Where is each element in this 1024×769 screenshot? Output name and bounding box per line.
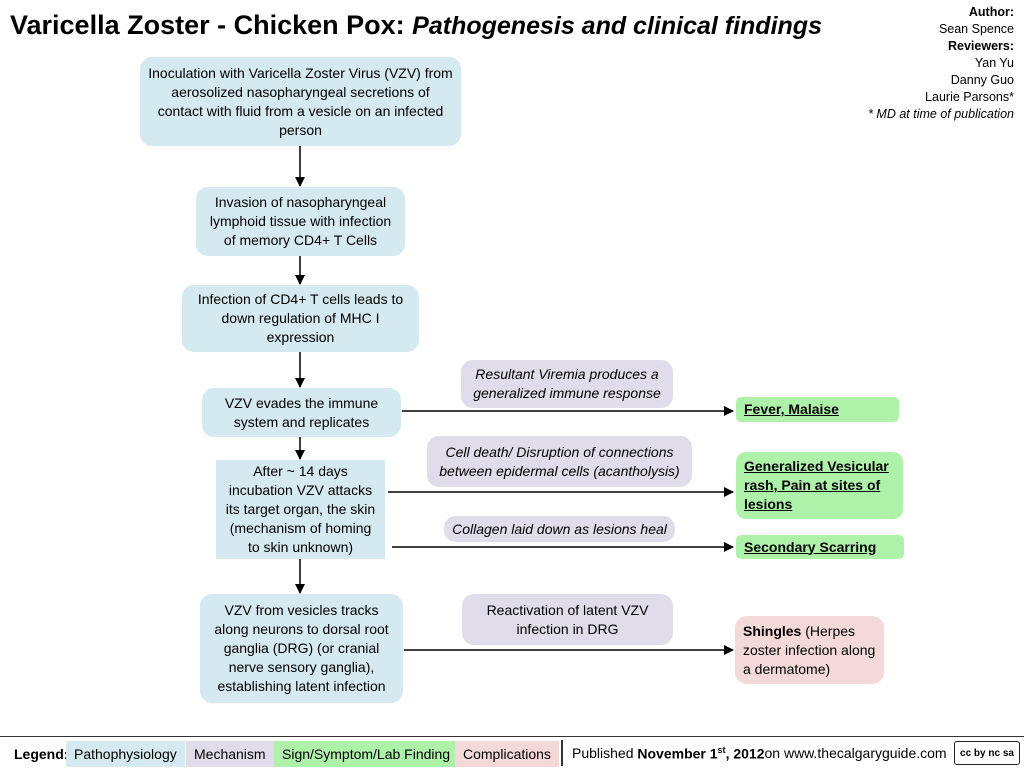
credits-note: * MD at time of publication	[868, 107, 1014, 121]
shingles-box: Shingles (Herpes zoster infection along …	[735, 616, 884, 684]
invasion-text: Invasion of nasopharyngeal lymphoid tiss…	[209, 194, 392, 248]
published-date: November 1st, 2012	[637, 744, 765, 762]
scarring-text: Secondary Scarring	[744, 538, 877, 555]
incubation-box: After ~ 14 days incubation VZV attacks i…	[216, 460, 385, 559]
reactivation-text: Reactivation of latent VZV infection in …	[486, 601, 649, 637]
legend-patho: Pathophysiology	[66, 741, 185, 767]
fever-text: Fever, Malaise	[744, 401, 839, 417]
reviewer-name: Laurie Parsons*	[925, 90, 1014, 104]
viremia-text: Resultant Viremia produces a generalized…	[473, 366, 661, 401]
inoculation-box: Inoculation with Varicella Zoster Virus …	[140, 57, 461, 146]
published-site: on www.thecalgaryguide.com	[764, 745, 947, 761]
mhc-text: Infection of CD4+ T cells leads to down …	[197, 291, 404, 345]
latent-text: VZV from vesicles tracks along neurons t…	[214, 602, 389, 694]
reviewer-name: Danny Guo	[950, 73, 1014, 87]
collagen-text: Collagen laid down as lesions heal	[452, 520, 667, 537]
cc-license-icon[interactable]: cc by nc sa	[954, 741, 1020, 765]
published-line: Published November 1st, 2012 on www.thec…	[572, 740, 947, 766]
author-name: Sean Spence	[938, 22, 1014, 36]
legend-label: Legend:	[14, 746, 69, 762]
acantholysis-box: Cell death/ Disruption of connections be…	[427, 436, 692, 487]
credits-block: Author: Sean Spence Reviewers: Yan Yu Da…	[868, 4, 1014, 123]
evades-text: VZV evades the immune system and replica…	[224, 394, 379, 430]
collagen-box: Collagen laid down as lesions heal	[444, 516, 675, 542]
incubation-text: After ~ 14 days incubation VZV attacks i…	[225, 463, 376, 555]
legend-mech: Mechanism	[186, 741, 274, 767]
published-label: Published	[572, 745, 634, 761]
fever-box: Fever, Malaise	[736, 397, 899, 422]
mhc-box: Infection of CD4+ T cells leads to down …	[182, 285, 419, 352]
legend-sign: Sign/Symptom/Lab Finding	[274, 741, 459, 767]
acantholysis-text: Cell death/ Disruption of connections be…	[439, 443, 680, 479]
viremia-box: Resultant Viremia produces a generalized…	[461, 360, 673, 408]
legend-divider	[561, 740, 563, 766]
shingles-rest: (Herpes zoster infection along a dermato…	[743, 622, 876, 677]
latent-box: VZV from vesicles tracks along neurons t…	[200, 594, 403, 703]
rash-text: Generalized Vesicular rash, Pain at site…	[744, 458, 889, 512]
rash-box: Generalized Vesicular rash, Pain at site…	[736, 452, 903, 519]
inoculation-text: Inoculation with Varicella Zoster Virus …	[148, 64, 453, 138]
author-label: Author:	[968, 5, 1014, 19]
reviewer-name: Yan Yu	[974, 56, 1014, 70]
legend-bar: Legend: Pathophysiology Mechanism Sign/S…	[0, 736, 1024, 769]
shingles-text: Shingles (Herpes zoster infection along …	[743, 622, 876, 679]
shingles-bold: Shingles	[743, 622, 802, 639]
invasion-box: Invasion of nasopharyngeal lymphoid tiss…	[196, 187, 405, 256]
legend-comp: Complications	[455, 741, 559, 767]
evades-box: VZV evades the immune system and replica…	[202, 388, 401, 437]
reviewers-label: Reviewers:	[947, 39, 1014, 53]
page-title: Varicella Zoster - Chicken Pox: Pathogen…	[10, 10, 822, 41]
flow-arrows	[295, 146, 734, 655]
scarring-box: Secondary Scarring	[736, 535, 904, 559]
title-main: Varicella Zoster - Chicken Pox:	[10, 10, 405, 40]
title-subtitle: Pathogenesis and clinical findings	[412, 12, 822, 40]
reactivation-box: Reactivation of latent VZV infection in …	[462, 594, 673, 645]
